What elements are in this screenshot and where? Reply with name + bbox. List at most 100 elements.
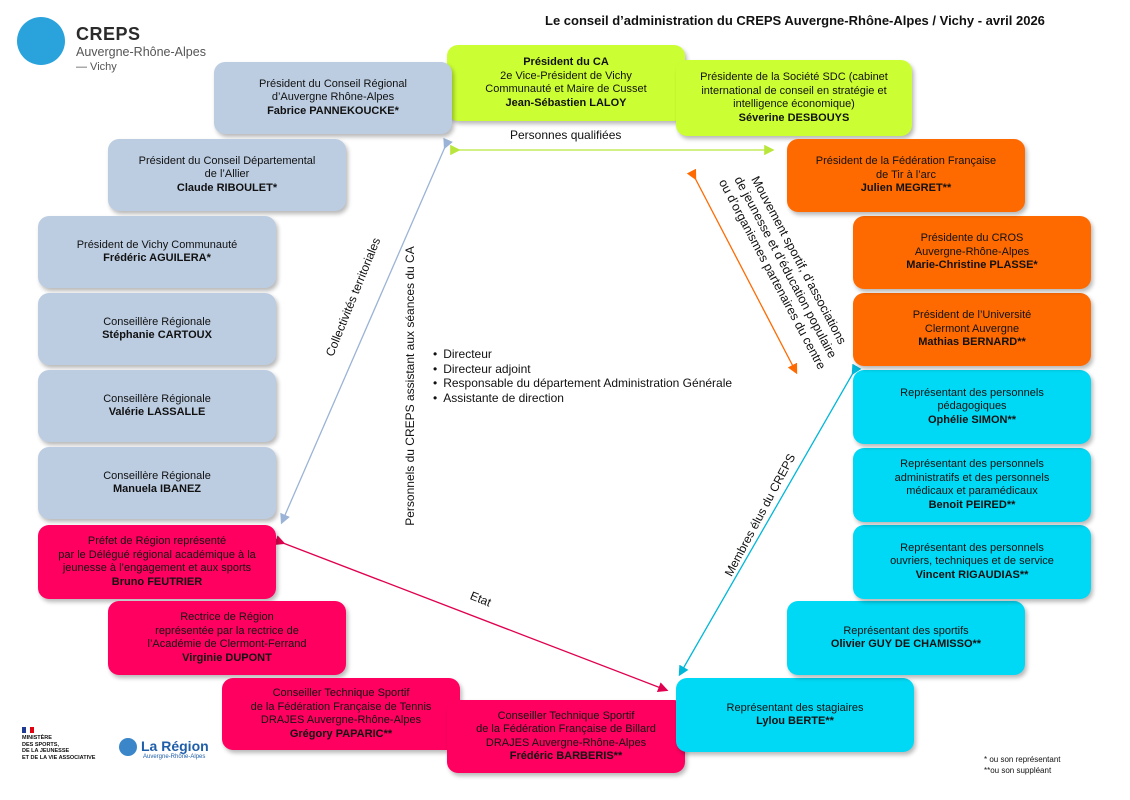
vichy-communaute-name: Frédéric AGUILERA* xyxy=(103,252,211,264)
cts-billard-line-2: de la Fédération Française de Billard xyxy=(476,723,656,735)
region-president-line-2: d’Auvergne Rhône-Alpes xyxy=(271,91,395,104)
region-president-name: Fabrice PANNEKOUCKE* xyxy=(267,104,399,117)
conseillere-1-name: Stéphanie CARTOUX xyxy=(102,329,212,341)
universite-line-2: Clermont Auvergne xyxy=(924,322,1020,335)
conseillere-3-name: Manuela IBANEZ xyxy=(112,483,201,495)
universite-box: Président de l’Université Clermont Auver… xyxy=(853,293,1091,366)
conseillere-2-name: Valérie LASSALLE xyxy=(108,406,206,418)
prefet-box: Préfet de Région représenté par le Délég… xyxy=(38,525,276,599)
president-ca-box: Président du CA 2e Vice-Président de Vic… xyxy=(447,45,685,121)
admin-name: Benoit PEIRED** xyxy=(928,498,1016,511)
ouvriers-name: Vincent RIGAUDIAS** xyxy=(915,568,1029,581)
admin-line-2: administratifs et des personnels xyxy=(894,471,1050,484)
logo-city: — Vichy xyxy=(76,61,117,73)
arrow-sport-movement xyxy=(686,168,798,375)
conseillere-3-box: Conseillère Régionale Manuela IBANEZ xyxy=(38,447,276,519)
tir-name: Julien MEGRET** xyxy=(860,182,952,195)
president-name: Jean-Sébastien LALOY xyxy=(505,96,627,109)
tir-box: Président de la Fédération Française de … xyxy=(787,139,1025,212)
conseillere-1-box: Conseillère Régionale Stéphanie CARTOUX xyxy=(38,293,276,365)
admin-box: Représentant des personnels administrati… xyxy=(853,448,1091,522)
cts-billard-line-3: DRAJES Auvergne-Rhône-Alpes xyxy=(485,736,647,749)
pedago-name: Ophélie SIMON** xyxy=(927,413,1017,426)
admin-line-3: médicaux et paramédicaux xyxy=(906,485,1038,497)
vichy-communaute-box: Président de Vichy Communauté Frédéric A… xyxy=(38,216,276,288)
president-line-2: 2e Vice-Président de Vichy xyxy=(500,69,632,82)
cros-name: Marie-Christine PLASSE* xyxy=(906,259,1038,272)
president-line-3: Communauté et Maire de Cusset xyxy=(485,83,647,95)
pedago-box: Représentant des personnels pédagogiques… xyxy=(853,370,1091,444)
sportifs-name: Olivier GUY DE CHAMISSO** xyxy=(830,638,982,650)
staff-item: Assistante de direction xyxy=(433,391,732,406)
cts-tennis-line-3: DRAJES Auvergne-Rhône-Alpes xyxy=(260,714,422,726)
rectrice-name: Virginie DUPONT xyxy=(182,651,272,664)
page-title: Le conseil d’administration du CREPS Auv… xyxy=(545,13,1045,28)
ouvriers-box: Représentant des personnels ouvriers, te… xyxy=(853,525,1091,599)
stagiaires-box: Représentant des stagiaires Lylou BERTE*… xyxy=(676,678,914,752)
allier-name: Claude RIBOULET* xyxy=(176,181,278,194)
universite-line-1: Président de l’Université xyxy=(912,309,1032,322)
stagiaires-line-1: Représentant des stagiaires xyxy=(726,701,864,714)
sdc-line-1: Présidente de la Société SDC (cabinet xyxy=(700,71,888,83)
rectrice-line-3: l’Académie de Clermont-Ferrand xyxy=(147,638,307,650)
cts-tennis-line-2: de la Fédération Française de Tennis xyxy=(250,700,432,713)
region-logo-name: La Région xyxy=(141,738,209,754)
arrow-territorial xyxy=(280,137,453,525)
president-line-1: Président du CA xyxy=(523,56,609,68)
ministere-line: ET DE LA VIE ASSOCIATIVE xyxy=(22,754,96,761)
universite-name: Mathias BERNARD** xyxy=(918,336,1026,349)
french-flag-icon xyxy=(22,727,34,733)
cts-billard-line-1: Conseiller Technique Sportif xyxy=(497,709,635,722)
cros-line-2: Auvergne-Rhône-Alpes xyxy=(914,245,1030,258)
creps-logo-icon xyxy=(17,17,65,65)
cts-tennis-name: Grégory PAPARIC** xyxy=(289,727,393,740)
staff-item: Responsable du département Administratio… xyxy=(433,376,732,391)
sdc-line-2: international de conseil en stratégie et xyxy=(701,84,887,97)
cts-tennis-box: Conseiller Technique Sportif de la Fédér… xyxy=(222,678,460,750)
stagiaires-name: Lylou BERTE** xyxy=(756,715,834,727)
tir-line-1: Président de la Fédération Française xyxy=(815,155,997,168)
allier-line-1: Président du Conseil Départemental xyxy=(138,154,316,167)
conseillere-3-line-1: Conseillère Régionale xyxy=(103,469,211,482)
conseillere-1-line-1: Conseillère Régionale xyxy=(103,315,211,328)
region-logo-icon xyxy=(119,738,137,756)
ministere-logo: MINISTÈRE DES SPORTS, DE LA JEUNESSE ET … xyxy=(22,735,122,761)
tir-line-2: de Tir à l’arc xyxy=(876,168,936,181)
sdc-box: Présidente de la Société SDC (cabinet in… xyxy=(676,60,912,136)
arrow-state xyxy=(273,535,669,693)
admin-line-1: Représentant des personnels xyxy=(900,458,1044,470)
cros-box: Présidente du CROS Auvergne-Rhône-Alpes … xyxy=(853,216,1091,289)
qualified-label: Personnes qualifiées xyxy=(510,128,622,142)
prefet-line-3: jeunesse à l’engagement et aux sports xyxy=(62,562,252,574)
pedago-line-2: pédagogiques xyxy=(937,400,1007,413)
staff-item: Directeur adjoint xyxy=(433,362,732,377)
sdc-line-3: intelligence économique) xyxy=(733,98,855,110)
footnote-representant: * ou son représentant xyxy=(984,755,1061,764)
pedago-line-1: Représentant des personnels xyxy=(900,386,1044,399)
sportifs-line-1: Représentant des sportifs xyxy=(843,624,969,637)
allier-box: Président du Conseil Départemental de l’… xyxy=(108,139,346,211)
vichy-communaute-line-1: Président de Vichy Communauté xyxy=(76,238,238,251)
region-president-line-1: Président du Conseil Régional xyxy=(259,77,407,90)
sportifs-box: Représentant des sportifs Olivier GUY DE… xyxy=(787,601,1025,675)
staff-item: Directeur xyxy=(433,347,732,362)
ministere-line: MINISTÈRE xyxy=(22,735,52,741)
cts-billard-name: Frédéric BARBERIS** xyxy=(509,750,623,762)
staff-attending-label: Personnels du CREPS assistant aux séance… xyxy=(403,246,417,526)
rectrice-line-1: Rectrice de Région xyxy=(180,611,274,623)
prefet-name: Bruno FEUTRIER xyxy=(111,575,203,588)
arrow-elected xyxy=(678,363,862,677)
prefet-line-1: Préfet de Région représenté xyxy=(87,535,227,547)
logo-brand: CREPS xyxy=(76,24,141,44)
ministere-line: DE LA JEUNESSE xyxy=(22,748,70,754)
footnote-suppleant: **ou son suppléant xyxy=(984,766,1052,775)
allier-line-2: de l’Allier xyxy=(204,168,250,181)
cros-line-1: Présidente du CROS xyxy=(920,232,1024,245)
cts-tennis-line-1: Conseiller Technique Sportif xyxy=(272,687,410,699)
ouvriers-line-1: Représentant des personnels xyxy=(900,541,1044,554)
ouvriers-line-2: ouvriers, techniques et de service xyxy=(890,555,1054,568)
region-president-box: Président du Conseil Régional d’Auvergne… xyxy=(214,62,452,134)
logo-region: Auvergne-Rhône-Alpes xyxy=(76,45,206,59)
ministere-line: DES SPORTS, xyxy=(22,741,59,748)
